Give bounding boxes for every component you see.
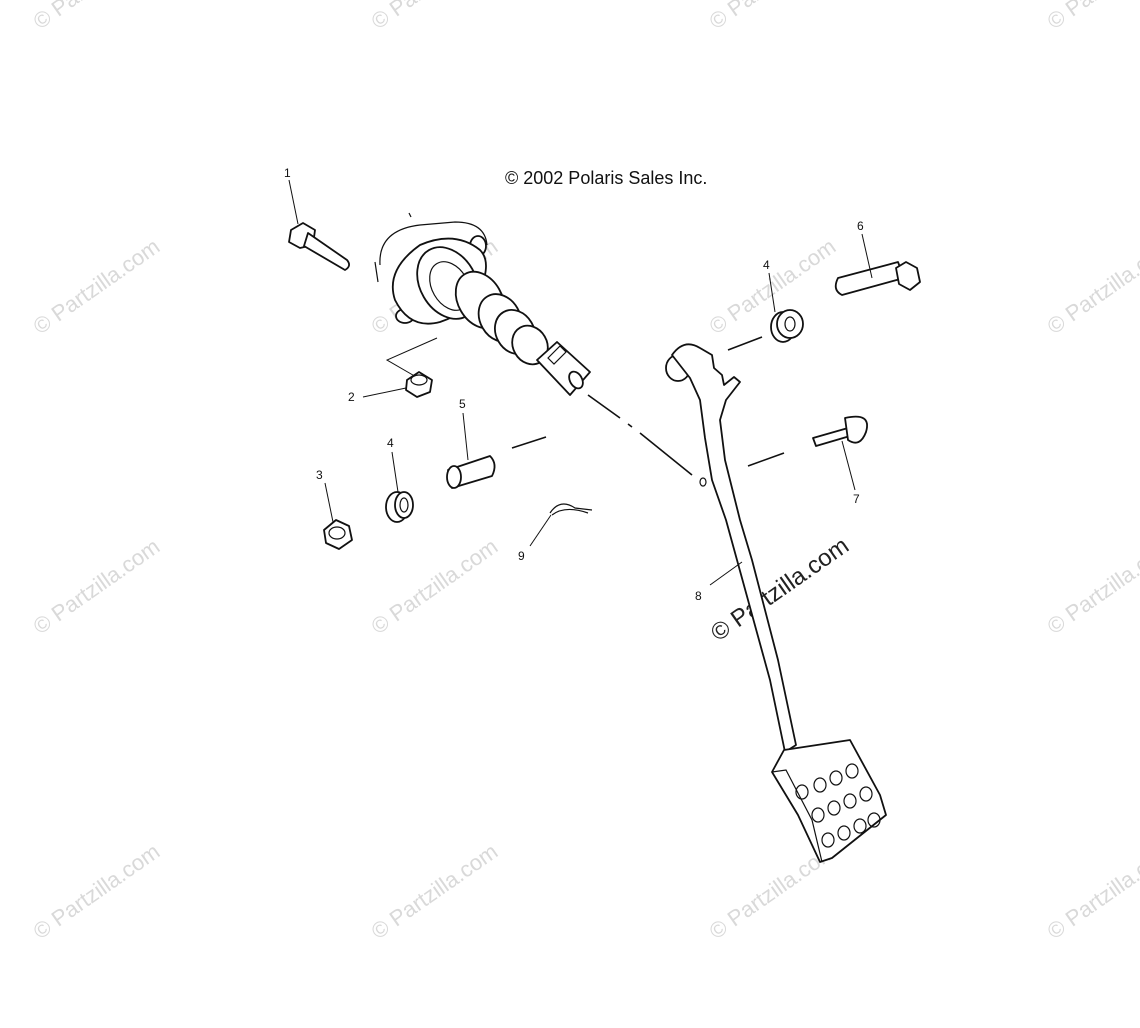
- bushing-4-right: [770, 309, 804, 343]
- callout-4-left: 4: [387, 436, 394, 450]
- nut-2: [405, 371, 433, 398]
- callout-6: 6: [857, 219, 864, 233]
- callout-1: 1: [284, 166, 291, 180]
- nut-3: [323, 519, 353, 550]
- watermark: © Partzilla.com: [367, 534, 503, 640]
- callout-8: 8: [695, 589, 702, 603]
- callout-3: 3: [316, 468, 323, 482]
- callout-5: 5: [459, 397, 466, 411]
- watermark: © Partzilla.com: [367, 0, 503, 34]
- watermark: © Partzilla.com: [29, 839, 165, 945]
- leader-bracket: [385, 337, 438, 379]
- watermark: © Partzilla.com: [29, 234, 165, 340]
- watermark: © Partzilla.com: [29, 534, 165, 640]
- watermark-grid: © Partzilla.com © Partzilla.com © Partzi…: [29, 0, 1140, 944]
- watermark-center: © Partzilla.com: [706, 532, 854, 647]
- bolt-1: [288, 222, 350, 271]
- watermark: © Partzilla.com: [1043, 839, 1140, 945]
- watermark: © Partzilla.com: [1043, 534, 1140, 640]
- pedal-tread: [795, 763, 881, 848]
- watermark: © Partzilla.com: [367, 839, 503, 945]
- master-cylinder: [374, 212, 591, 396]
- clip-9: [549, 503, 593, 516]
- callout-2: 2: [348, 390, 355, 404]
- spacer-5: [446, 455, 496, 489]
- callout-7: 7: [853, 492, 860, 506]
- watermark: © Partzilla.com: [29, 0, 165, 34]
- callout-4-right: 4: [763, 258, 770, 272]
- bushing-4-left: [385, 491, 414, 523]
- watermark: © Partzilla.com: [1043, 0, 1140, 34]
- bolt-6: [834, 261, 921, 296]
- callout-9: 9: [518, 549, 525, 563]
- brake-pedal-8: [665, 343, 887, 863]
- watermark: © Partzilla.com: [1043, 234, 1140, 340]
- assembly-lines: [511, 336, 785, 476]
- callouts: 1 2 3 4 5 9 4 6 7 8: [284, 166, 864, 603]
- leader-lines: [288, 179, 873, 586]
- pin-7: [812, 415, 868, 447]
- watermark: © Partzilla.com: [705, 0, 841, 34]
- copyright-notice: © 2002 Polaris Sales Inc.: [505, 168, 708, 188]
